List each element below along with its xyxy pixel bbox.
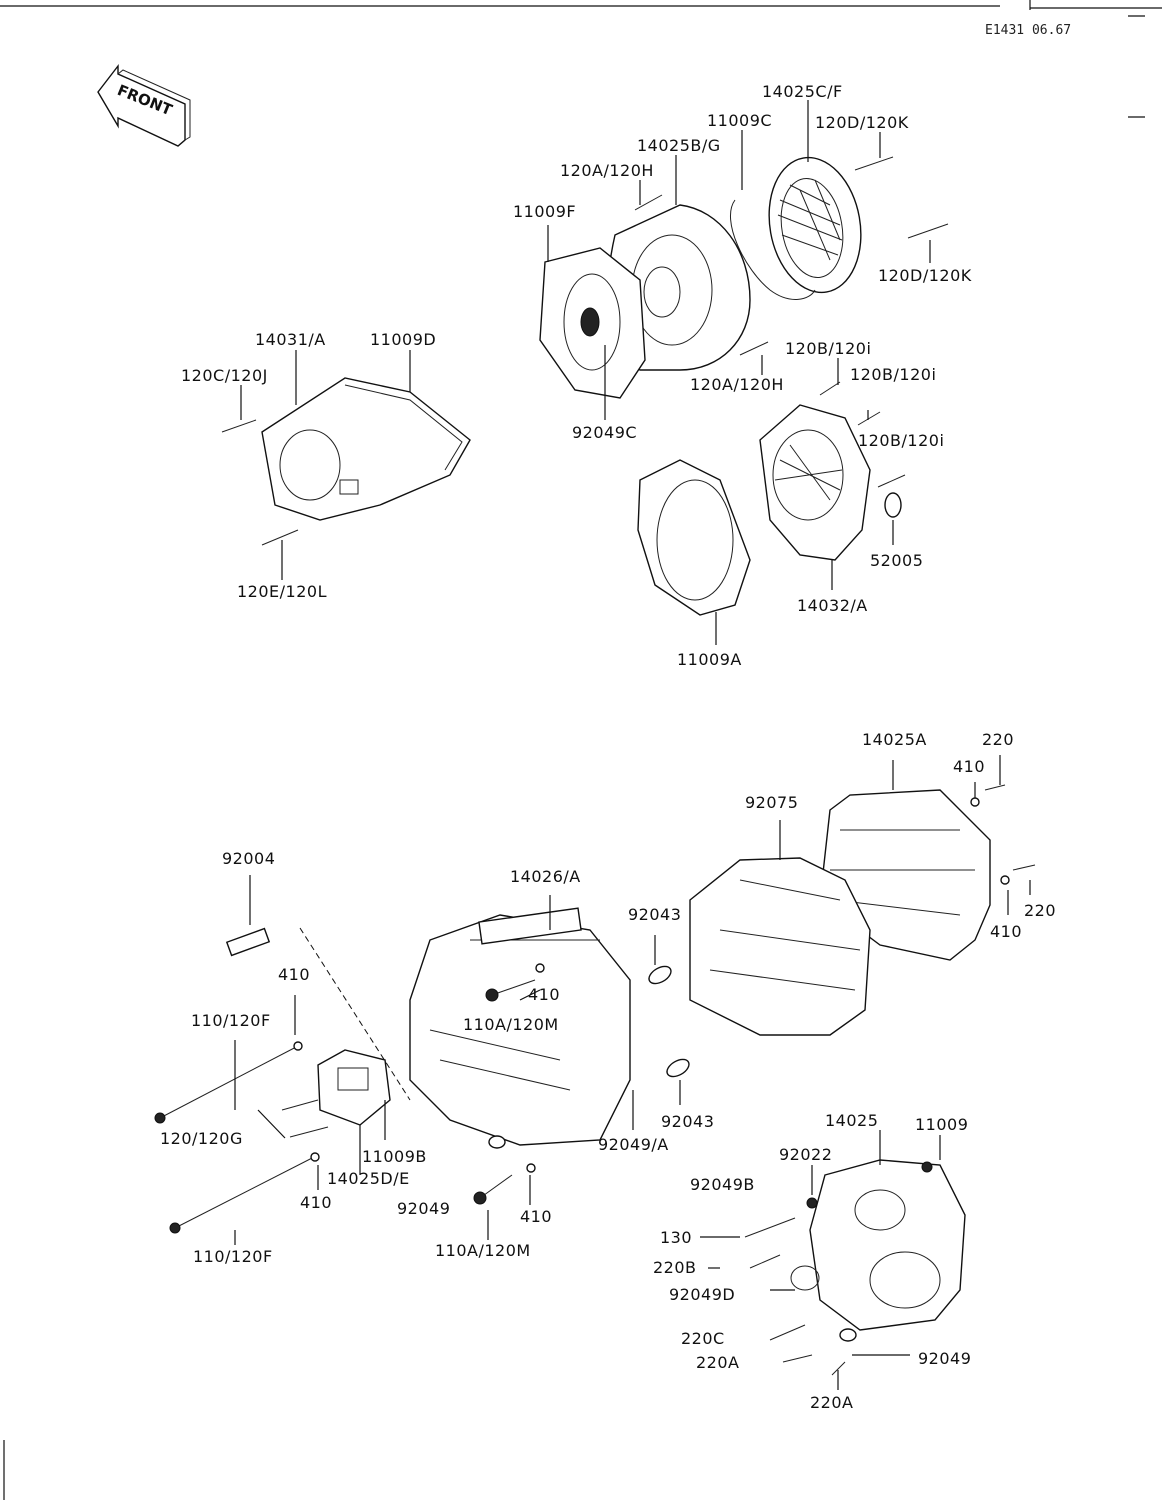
seal-52005 — [884, 492, 902, 518]
label-120d-120k-a: 120D/120K — [815, 113, 909, 132]
label-120c-120j: 120C/120J — [181, 366, 268, 385]
front-arrow-badge: FRONT — [97, 63, 191, 147]
part-92004 — [225, 927, 271, 957]
label-120a-120h-b: 120A/120H — [690, 375, 784, 394]
label-120b-120i-c: 120B/120i — [858, 431, 944, 450]
label-410-f: 410 — [520, 1207, 552, 1226]
label-410-b: 410 — [990, 922, 1022, 941]
label-120e-120l: 120E/120L — [237, 582, 327, 601]
label-110a-120m-b: 110A/120M — [435, 1241, 531, 1260]
label-11009f: 11009F — [513, 202, 576, 221]
label-110-120f-b: 110/120F — [193, 1247, 273, 1266]
leader-lines-lower — [234, 755, 1031, 1390]
plug-92043-upper — [648, 965, 672, 985]
label-410-a: 410 — [953, 757, 985, 776]
cover-14025 — [809, 1159, 966, 1331]
label-92004: 92004 — [222, 849, 275, 868]
label-11009a: 11009A — [677, 650, 742, 669]
housing-14026-a — [409, 907, 631, 1146]
label-220-a: 220 — [982, 730, 1014, 749]
label-110-120f-a: 110/120F — [191, 1011, 271, 1030]
label-110a-120m-a: 110A/120M — [463, 1015, 559, 1034]
leader-lines-upper — [240, 100, 931, 645]
label-92049c: 92049C — [572, 423, 637, 442]
oring-92049 — [488, 1135, 506, 1149]
label-92049d: 92049D — [669, 1285, 735, 1304]
oring-92049-b — [839, 1328, 857, 1342]
label-220a-a: 220A — [696, 1353, 739, 1372]
label-11009c: 11009C — [707, 111, 772, 130]
label-220-b: 220 — [1024, 901, 1056, 920]
oring-92049d — [790, 1265, 820, 1291]
label-120b-120i-b: 120B/120i — [850, 365, 936, 384]
part-92075 — [689, 857, 871, 1036]
label-220c: 220C — [681, 1329, 725, 1348]
label-14032-a: 14032/A — [797, 596, 868, 615]
bolts-upper — [221, 156, 949, 546]
cover-14031-a — [261, 377, 471, 521]
label-14025b-g: 14025B/G — [637, 136, 721, 155]
label-14031-a: 14031/A — [255, 330, 326, 349]
page-code: E1431 06.67 — [985, 23, 1071, 38]
part-14025d-e — [317, 1049, 391, 1126]
label-14025d-e: 14025D/E — [327, 1169, 410, 1188]
plug-11009 — [921, 1161, 933, 1173]
gasket-11009f — [539, 247, 646, 399]
label-120b-120i-a: 120B/120i — [785, 339, 871, 358]
label-92049-a-lower: 92049 — [397, 1199, 450, 1218]
label-11009d: 11009D — [370, 330, 436, 349]
label-92043-a: 92043 — [628, 905, 681, 924]
label-92049b: 92049B — [690, 1175, 755, 1194]
label-14026-a: 14026/A — [510, 867, 581, 886]
label-92043-b: 92043 — [661, 1112, 714, 1131]
label-92049-a: 92049/A — [598, 1135, 669, 1154]
label-14025: 14025 — [825, 1111, 878, 1130]
plug-92049b — [806, 1197, 818, 1209]
bolts-lower — [154, 784, 1036, 1376]
label-130: 130 — [660, 1228, 692, 1247]
label-92022: 92022 — [779, 1145, 832, 1164]
label-11009b: 11009B — [362, 1147, 427, 1166]
label-52005: 52005 — [870, 551, 923, 570]
label-220b: 220B — [653, 1258, 697, 1277]
plug-92043-lower — [666, 1058, 690, 1078]
label-220a-b: 220A — [810, 1393, 853, 1412]
label-120-120g: 120/120G — [160, 1129, 243, 1148]
label-410-d: 410 — [528, 985, 560, 1004]
gasket-11009a — [637, 459, 751, 616]
label-410-c: 410 — [278, 965, 310, 984]
label-120d-120k-b: 120D/120K — [878, 266, 972, 285]
label-120a-120h-a: 120A/120H — [560, 161, 654, 180]
label-11009: 11009 — [915, 1115, 968, 1134]
gasket-11009c — [730, 199, 816, 300]
cover-14032-a — [759, 404, 871, 561]
label-410-e: 410 — [300, 1193, 332, 1212]
label-14025c-f: 14025C/F — [762, 82, 843, 101]
cover-14025c-f — [768, 156, 862, 294]
callout-labels: 14025C/F 11009C 120D/120K 14025B/G 120A/… — [160, 82, 1056, 1412]
label-92075: 92075 — [745, 793, 798, 812]
label-14025a: 14025A — [862, 730, 927, 749]
label-92049-b: 92049 — [918, 1349, 971, 1368]
